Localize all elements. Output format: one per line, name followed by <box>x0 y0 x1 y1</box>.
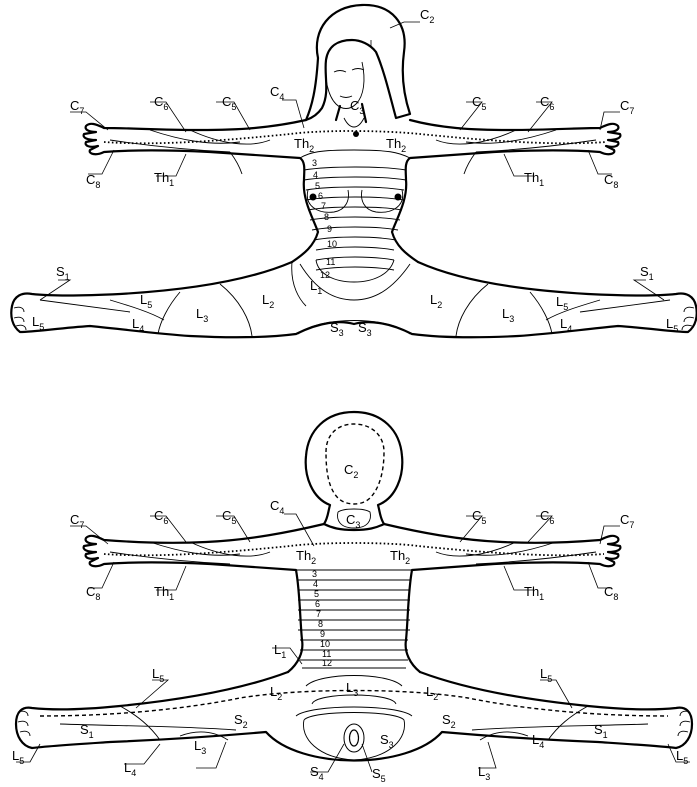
label-b-c7-left: C7 <box>70 512 84 530</box>
label-b-l2-left: L2 <box>270 684 282 702</box>
front-necklace <box>344 118 364 127</box>
b-th-num: 4 <box>313 579 318 589</box>
b-th-num: 10 <box>320 639 330 649</box>
b-th-num: 5 <box>314 589 319 599</box>
label-f-c3: C3 <box>350 98 364 116</box>
f-th-num: 4 <box>313 170 318 180</box>
label-f-l5-left-foot: L5 <box>32 314 44 332</box>
label-b-c4: C4 <box>270 498 284 516</box>
f-th-num: 5 <box>315 181 320 191</box>
label-b-c2: C2 <box>344 462 358 480</box>
label-f-c8-left: C8 <box>86 172 100 190</box>
label-b-l2-right: L2 <box>426 684 438 702</box>
b-th-num: 7 <box>316 609 321 619</box>
label-f-l5-left-thigh: L5 <box>140 292 152 310</box>
label-b-s5: S5 <box>372 766 386 784</box>
front-nipple-left <box>310 194 317 201</box>
label-f-l3-left: L3 <box>196 306 208 324</box>
label-f-l1: L1 <box>310 278 322 296</box>
back-shoulder-dotted <box>104 543 604 555</box>
f-th-num: 10 <box>327 239 337 249</box>
f-th-num: 7 <box>321 201 326 211</box>
label-b-s2-left: S2 <box>234 712 248 730</box>
label-b-c6-right: C6 <box>540 508 554 526</box>
f-th-num: 3 <box>312 158 317 168</box>
back-arm-derm-right <box>436 542 596 564</box>
f-th-num: 9 <box>327 224 332 234</box>
label-f-th1-left: Th1 <box>154 170 174 188</box>
back-hairline <box>326 424 384 504</box>
label-b-c6-left: C6 <box>154 508 168 526</box>
b-th-num: 8 <box>318 619 323 629</box>
label-b-c5-left: C5 <box>222 508 236 526</box>
f-th-num: 6 <box>318 191 323 201</box>
b-th-num: 6 <box>315 599 320 609</box>
label-b-l1: L1 <box>274 642 286 660</box>
front-view-figure <box>11 5 696 337</box>
label-f-c7-right: C7 <box>620 98 634 116</box>
f-th-num: 8 <box>324 212 329 222</box>
f-th-num: 12 <box>320 270 330 280</box>
label-b-l5-right-thigh: L5 <box>540 666 552 684</box>
label-b-l3-left: L3 <box>194 738 206 756</box>
front-torso <box>300 150 410 158</box>
label-f-c6-left: C6 <box>154 94 168 112</box>
label-b-c8-right: C8 <box>604 584 618 602</box>
label-b-s4: S4 <box>310 764 324 782</box>
label-f-c5-left: C5 <box>222 94 236 112</box>
label-b-th1-left: Th1 <box>154 584 174 602</box>
b-th-num: 9 <box>320 629 325 639</box>
label-b-c5-right: C5 <box>472 508 486 526</box>
front-eye <box>334 69 364 73</box>
label-f-c8-right: C8 <box>604 172 618 190</box>
label-b-l5-left-foot: L5 <box>12 748 24 766</box>
label-b-th2-left: Th2 <box>296 548 316 566</box>
label-f-c7-left: C7 <box>70 98 84 116</box>
label-b-s1-right: S1 <box>594 722 608 740</box>
label-b-c8-left: C8 <box>86 584 100 602</box>
label-f-l2-left: L2 <box>262 292 274 310</box>
label-f-s1-left: S1 <box>56 264 70 282</box>
label-f-l2-right: L2 <box>430 292 442 310</box>
back-legs <box>16 672 692 761</box>
f-th-num: 11 <box>326 257 335 267</box>
label-b-th2-right: Th2 <box>390 548 410 566</box>
b-th-num: 12 <box>322 658 332 668</box>
label-f-c5-right: C5 <box>472 94 486 112</box>
label-b-th1-right: Th1 <box>524 584 544 602</box>
label-f-c6-right: C6 <box>540 94 554 112</box>
back-thoracic-numbers: 3 4 5 6 7 8 9 10 11 12 <box>312 569 332 668</box>
leader-lines <box>16 22 690 772</box>
label-f-l5-right-thigh: L5 <box>556 294 568 312</box>
front-labels: C2 C3 C4 C5 C5 C6 C6 C7 C7 C8 C8 Th2 Th2… <box>32 7 678 338</box>
back-arm-derm-left <box>110 542 270 564</box>
label-b-c7-right: C7 <box>620 512 634 530</box>
label-f-c2: C2 <box>420 7 434 25</box>
label-b-s2-right: S2 <box>442 712 456 730</box>
label-b-l4-right: L4 <box>532 732 544 750</box>
label-b-l3-right: L3 <box>478 764 490 782</box>
back-view-figure <box>16 412 692 761</box>
label-b-l4-left: L4 <box>124 760 136 778</box>
back-s5-ring-inner <box>350 730 359 746</box>
b-th-num: 3 <box>312 569 317 579</box>
label-f-l3-right: L3 <box>502 306 514 324</box>
label-b-l5-left-thigh: L5 <box>152 666 164 684</box>
label-b-l5-right-foot: L5 <box>676 748 688 766</box>
label-f-th2-left: Th2 <box>294 136 314 154</box>
front-nipple-right <box>395 194 402 201</box>
label-b-s3: S3 <box>380 732 394 750</box>
label-f-s1-right: S1 <box>640 264 654 282</box>
label-f-c4: C4 <box>270 84 284 102</box>
label-f-th1-right: Th1 <box>524 170 544 188</box>
back-s5-ring-outer <box>344 724 364 752</box>
